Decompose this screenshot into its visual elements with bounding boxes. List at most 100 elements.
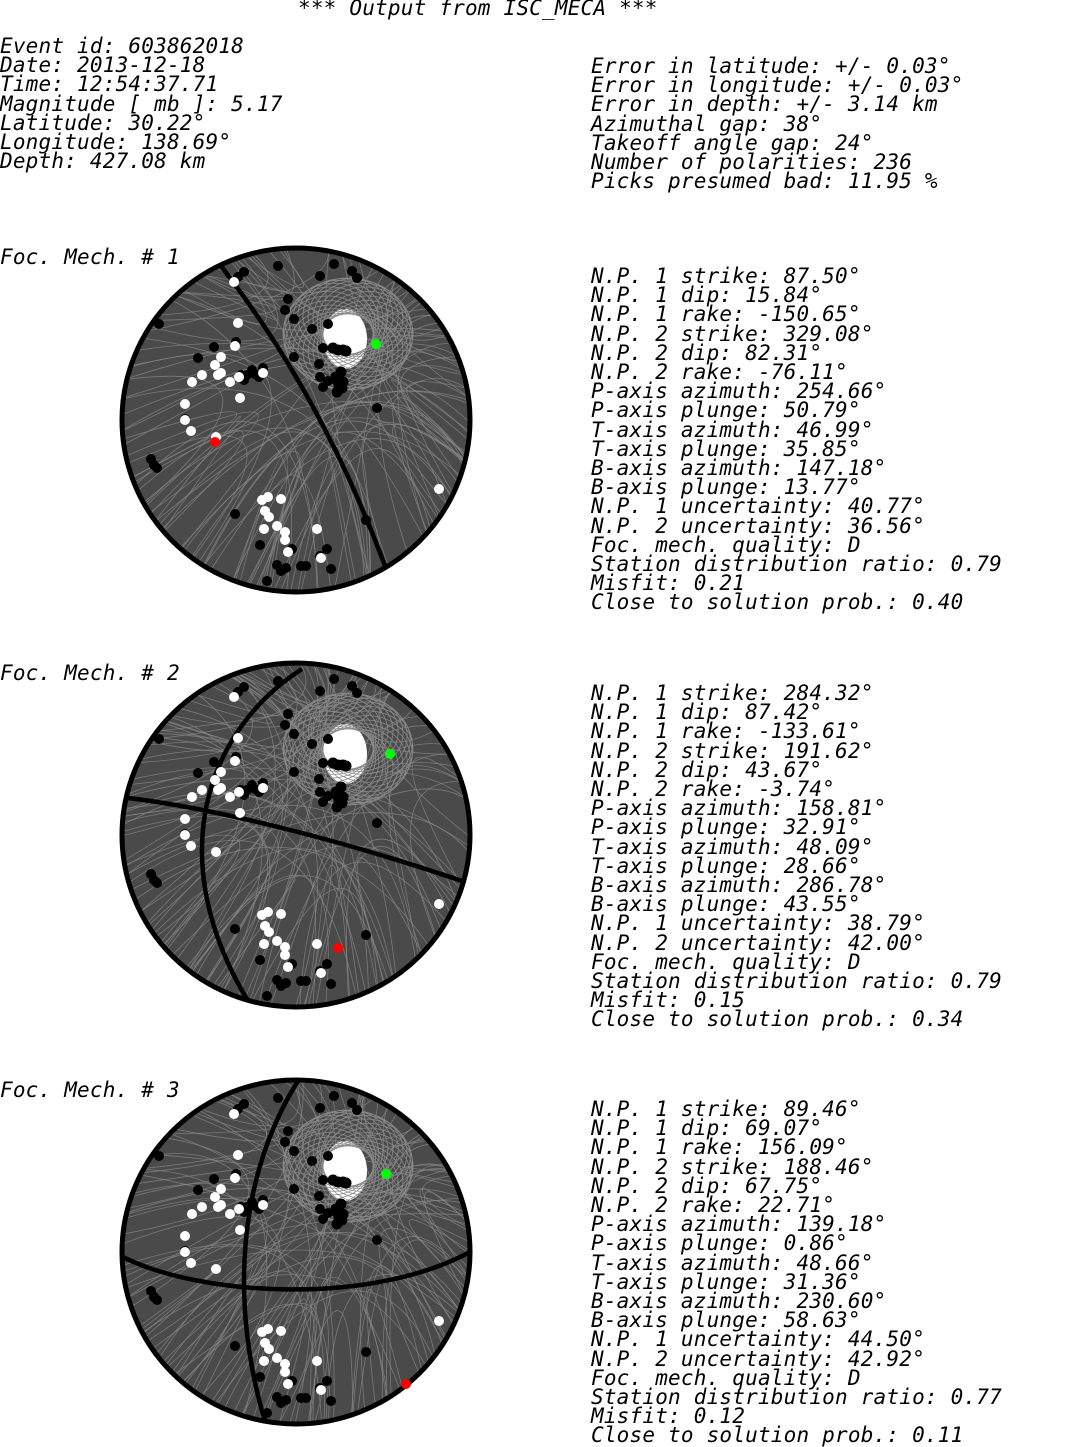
compression-station <box>273 676 283 686</box>
mech-param-line: N.P. 1 strike: 87.50° <box>591 264 861 288</box>
hull-line <box>160 401 466 531</box>
dilatation-station <box>233 318 243 328</box>
dilatation-station <box>258 1200 268 1210</box>
hull-line <box>181 1085 290 1384</box>
compression-station <box>326 1396 336 1406</box>
mech-param-line: P-axis azimuth: 254.66° <box>591 379 887 404</box>
compression-station <box>315 686 325 696</box>
dilatation-station <box>230 341 240 351</box>
dilatation-station <box>230 756 240 766</box>
dilatation-station <box>211 847 221 857</box>
hull-line <box>325 249 371 578</box>
hull-line <box>161 1256 430 1365</box>
compression-station <box>255 540 265 550</box>
error-longitude: Error in longitude: +/- 0.03° <box>591 73 964 98</box>
dilatation-station <box>234 372 244 382</box>
mech-param-line: T-axis plunge: 31.36° <box>591 1269 861 1294</box>
hull-line <box>150 663 307 740</box>
mech-param-line: N.P. 1 strike: 284.32° <box>591 681 874 705</box>
dilatation-station <box>235 393 245 403</box>
compression-station <box>283 709 293 719</box>
hull-line <box>202 438 452 568</box>
compression-station <box>193 1185 203 1195</box>
compression-station <box>347 681 357 691</box>
event-time: Time: 12:54:37.71 <box>0 72 219 97</box>
mech-param-line: Station distribution ratio: 0.79 <box>591 552 1002 577</box>
dilatation-station <box>180 1231 190 1241</box>
t-axis-marker <box>381 1169 391 1179</box>
hull-loop <box>283 290 375 368</box>
dilatation-station <box>233 1150 243 1160</box>
hull-line <box>391 379 470 456</box>
hull-line <box>366 1289 404 1407</box>
compression-station <box>322 1376 332 1386</box>
dilatation-station <box>283 962 293 972</box>
compression-station <box>289 314 299 324</box>
compression-station <box>262 991 272 1001</box>
compression-station <box>276 981 286 991</box>
hull-line <box>378 322 441 554</box>
mech-param-line: T-axis plunge: 28.66° <box>591 853 861 878</box>
dilatation-station <box>259 939 269 949</box>
compression-station <box>340 345 352 357</box>
mech-param-line: N.P. 1 strike: 89.46° <box>591 1097 861 1121</box>
dilatation-station <box>316 1385 326 1395</box>
mech-param-line: Close to solution prob.: 0.40 <box>591 590 964 615</box>
compression-station <box>315 1204 325 1214</box>
hull-line <box>231 257 368 579</box>
mech-param-line: P-axis azimuth: 158.81° <box>591 796 887 821</box>
dilatation-station <box>229 692 239 702</box>
hull-line <box>232 474 332 591</box>
hull-line <box>125 411 259 514</box>
p-axis-marker <box>333 943 343 953</box>
hull-loop <box>319 701 411 779</box>
compression-station <box>335 781 347 793</box>
beachball-1 <box>119 245 473 595</box>
compression-station <box>323 734 333 744</box>
hull-line <box>127 435 248 560</box>
mech-param-line: N.P. 2 strike: 191.62° <box>591 738 874 763</box>
hull-loop <box>316 1114 408 1192</box>
dilatation-station <box>225 1209 235 1219</box>
beachball-2 <box>119 660 473 1010</box>
hull-line <box>187 672 276 972</box>
dilatation-station <box>180 830 190 840</box>
mech-param-line: Station distribution ratio: 0.77 <box>591 1385 1002 1410</box>
mech-3-params: N.P. 1 strike: 89.46°N.P. 1 dip: 69.07°N… <box>591 1097 1002 1446</box>
dilatation-station <box>210 1192 220 1202</box>
hull-line <box>242 248 304 289</box>
hull-line <box>184 874 329 1007</box>
hull-line <box>122 1216 281 1404</box>
compression-station <box>335 366 347 378</box>
compression-station <box>314 774 324 784</box>
hull-loop <box>316 697 408 775</box>
compression-station <box>315 787 325 797</box>
compression-station <box>361 1347 371 1357</box>
hull-line <box>146 725 432 925</box>
compression-station <box>314 1191 324 1201</box>
mech-param-line: Foc. mech. quality: D <box>591 949 861 974</box>
dilatation-station <box>216 352 226 362</box>
dilatation-station <box>234 1204 244 1214</box>
hull-loop <box>283 705 375 783</box>
dilatation-station <box>272 521 282 531</box>
compression-station <box>289 767 299 777</box>
hull-line <box>328 449 357 585</box>
dilatation-station <box>272 936 282 946</box>
dilatation-station <box>263 907 273 917</box>
compression-station <box>352 688 362 698</box>
mech-param-line: N.P. 1 rake: -150.65° <box>591 302 861 327</box>
hull-line <box>379 297 468 453</box>
hull-line <box>422 1175 469 1228</box>
mech-param-line: Misfit: 0.21 <box>591 571 746 596</box>
mech-param-line: N.P. 1 uncertainty: 44.50° <box>591 1327 925 1352</box>
dilatation-station <box>316 553 326 563</box>
dilatation-station <box>216 767 226 777</box>
hull-line <box>346 838 457 1001</box>
compression-station <box>347 266 357 276</box>
compression-station <box>301 561 311 571</box>
dilatation-station <box>216 783 226 793</box>
mech-param-line: P-axis plunge: 50.79° <box>591 398 861 423</box>
compression-station <box>209 342 219 352</box>
mech-2-params: N.P. 1 strike: 284.32°N.P. 1 dip: 87.42°… <box>591 681 1002 1030</box>
